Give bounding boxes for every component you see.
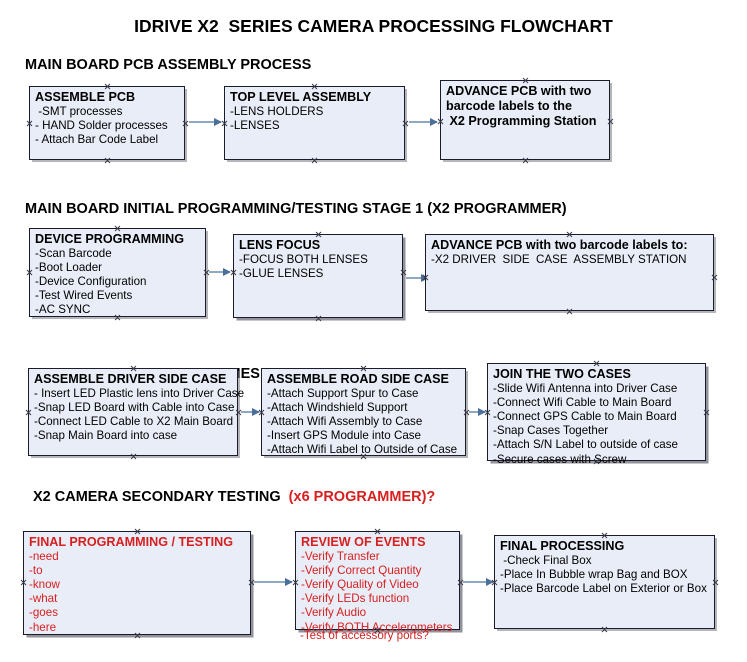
arrow-top-level-to-advance-pcb xyxy=(409,117,438,126)
node-assemble-pcb[interactable]: ASSEMBLE PCB -SMT processes - HAND Solde… xyxy=(29,86,185,160)
node-body: FINAL PROGRAMMING / TESTING -need -to -k… xyxy=(24,532,250,637)
node-line: -Test Wired Events xyxy=(35,289,133,303)
section-heading-accent: (x6 PROGRAMMER)? xyxy=(288,489,436,505)
node-line: -LENSES xyxy=(230,118,280,132)
arrow-road-case-to-join-cases xyxy=(469,407,486,416)
node-body: FINAL PROCESSING -Check Final Box -Place… xyxy=(495,536,714,598)
node-line: -AC SYNC xyxy=(35,303,91,317)
node-line: -Verify BOTH Accelerometers xyxy=(301,620,453,634)
node-line: -Place Barcode Label on Exterior or Box xyxy=(500,581,707,595)
node-line: - HAND Solder processes xyxy=(35,118,168,132)
node-body: DEVICE PROGRAMMING -Scan Barcode -Boot L… xyxy=(30,229,205,320)
node-line: -Insert GPS Module into Case xyxy=(267,429,422,443)
node-title: FINAL PROCESSING xyxy=(500,539,625,553)
node-line: - Insert LED Plastic lens into Driver Ca… xyxy=(34,386,245,400)
node-body: TOP LEVEL ASSEMBLY -LENS HOLDERS -LENSES xyxy=(225,87,404,135)
node-body: ASSEMBLE ROAD SIDE CASE -Attach Support … xyxy=(262,369,465,460)
node-line: -Attach Wifi Assembly to Case xyxy=(267,414,423,428)
node-title: LENS FOCUS xyxy=(239,238,321,252)
node-line: -what xyxy=(29,592,58,606)
node-line: -Connect GPS Cable to Main Board xyxy=(493,409,677,423)
section-heading-secondary-testing: X2 CAMERA SECONDARY TESTING (x6 PROGRAMM… xyxy=(33,489,435,505)
node-line: -LENS HOLDERS xyxy=(230,104,324,118)
node-line: -Scan Barcode xyxy=(35,246,112,260)
section-heading-initial-programming: MAIN BOARD INITIAL PROGRAMMING/TESTING S… xyxy=(25,201,567,217)
node-assemble-road-side-case[interactable]: ASSEMBLE ROAD SIDE CASE -Attach Support … xyxy=(261,368,466,456)
node-review-of-events[interactable]: REVIEW OF EVENTS -Verify Transfer -Verif… xyxy=(295,531,460,634)
node-body: ASSEMBLE DRIVER SIDE CASE - Insert LED P… xyxy=(29,369,245,445)
node-line: -Verify Correct Quantity xyxy=(301,563,422,577)
section-heading-text: X2 CAMERA SECONDARY TESTING xyxy=(33,489,289,505)
node-line: -Snap Main Board into case xyxy=(34,429,178,443)
node-line: -Verify LEDs function xyxy=(301,592,410,606)
node-title: JOIN THE TWO CASES xyxy=(493,367,631,381)
arrow-review-events-to-final-processing xyxy=(463,577,494,586)
node-final-processing[interactable]: FINAL PROCESSING -Check Final Box -Place… xyxy=(494,535,715,629)
arrow-driver-case-to-road-case xyxy=(241,407,260,416)
node-line: -Verify Audio xyxy=(301,606,367,620)
node-line: -X2 DRIVER SIDE CASE ASSEMBLY STATION xyxy=(431,252,687,266)
node-line: -to xyxy=(29,563,43,577)
node-body: REVIEW OF EVENTS -Verify Transfer -Verif… xyxy=(296,532,459,637)
node-line: -Attach S/N Label to outside of case xyxy=(493,438,678,452)
node-line: -SMT processes xyxy=(35,104,123,118)
node-title: FINAL PROGRAMMING / TESTING xyxy=(29,535,234,549)
node-line: -Secure cases with Screw xyxy=(493,452,627,466)
node-line: -Place In Bubble wrap Bag and BOX xyxy=(500,567,688,581)
node-title: ASSEMBLE PCB xyxy=(35,90,136,104)
node-line: -need xyxy=(29,549,59,563)
node-advance-pcb-driver-side-station[interactable]: ADVANCE PCB with two barcode labels to: … xyxy=(425,234,714,311)
node-top-level-assembly[interactable]: TOP LEVEL ASSEMBLY -LENS HOLDERS -LENSES xyxy=(224,86,405,160)
node-line: -Check Final Box xyxy=(500,553,592,567)
node-body: ADVANCE PCB with two barcode labels to: … xyxy=(426,235,713,269)
node-line: barcode labels to the xyxy=(446,98,572,113)
node-body: ADVANCE PCB with two barcode labels to t… xyxy=(441,81,609,131)
node-title: REVIEW OF EVENTS xyxy=(301,535,426,549)
arrow-device-programming-to-lens-focus xyxy=(209,267,231,276)
node-line: -Snap Cases Together xyxy=(493,424,609,438)
node-title: TOP LEVEL ASSEMBLY xyxy=(230,90,372,104)
node-body: JOIN THE TWO CASES -Slide Wifi Antenna i… xyxy=(488,364,705,469)
node-line: -Attach Support Spur to Case xyxy=(267,386,419,400)
node-body: LENS FOCUS -FOCUS BOTH LENSES -GLUE LENS… xyxy=(234,235,402,283)
node-assemble-driver-side-case[interactable]: ASSEMBLE DRIVER SIDE CASE - Insert LED P… xyxy=(28,368,245,456)
node-body: ASSEMBLE PCB -SMT processes - HAND Solde… xyxy=(30,87,184,149)
node-final-programming-testing[interactable]: FINAL PROGRAMMING / TESTING -need -to -k… xyxy=(23,531,251,635)
node-line: -Attach Windshield Support xyxy=(267,400,408,414)
node-join-the-two-cases[interactable]: JOIN THE TWO CASES -Slide Wifi Antenna i… xyxy=(487,363,706,466)
node-line: -Verify Quality of Video xyxy=(301,577,419,591)
node-line: -Slide Wifi Antenna into Driver Case xyxy=(493,381,678,395)
page-title: IDRIVE X2 SERIES CAMERA PROCESSING FLOWC… xyxy=(134,16,613,36)
node-line: -goes xyxy=(29,606,59,620)
node-line: -GLUE LENSES xyxy=(239,266,324,280)
node-line: -Verify Transfer xyxy=(301,549,380,563)
node-title: ASSEMBLE ROAD SIDE CASE xyxy=(267,372,449,386)
arrow-assemble-pcb-to-top-level xyxy=(189,117,222,126)
node-lens-focus[interactable]: LENS FOCUS -FOCUS BOTH LENSES -GLUE LENS… xyxy=(233,234,403,318)
node-overflow-line: -Test of accessory ports? xyxy=(300,629,429,642)
node-device-programming[interactable]: DEVICE PROGRAMMING -Scan Barcode -Boot L… xyxy=(29,228,206,317)
node-title: ASSEMBLE DRIVER SIDE CASE xyxy=(34,372,227,386)
node-line: -Connect LED Cable to X2 Main Board xyxy=(34,414,234,428)
node-line: -here xyxy=(29,620,57,634)
node-line: X2 Programming Station xyxy=(446,113,597,128)
node-title: ADVANCE PCB with two xyxy=(446,84,592,98)
node-line: -Device Configuration xyxy=(35,274,147,288)
node-line: -Boot Loader xyxy=(35,260,103,274)
node-title: DEVICE PROGRAMMING xyxy=(35,232,185,246)
section-heading-pcb-assembly: MAIN BOARD PCB ASSEMBLY PROCESS xyxy=(25,57,312,73)
node-line: -Snap LED Board with Cable into Case xyxy=(34,400,235,414)
node-advance-pcb-programming-station[interactable]: ADVANCE PCB with two barcode labels to t… xyxy=(440,80,610,160)
node-line: - Attach Bar Code Label xyxy=(35,132,159,146)
node-title: ADVANCE PCB with two barcode labels to: xyxy=(431,238,688,252)
node-line: -know xyxy=(29,577,60,591)
node-line: -Connect Wifi Cable to Main Board xyxy=(493,395,672,409)
node-line: -Attach Wifi Label to Outside of Case xyxy=(267,443,458,457)
arrow-final-programming-to-review-events xyxy=(254,577,293,586)
node-line: -FOCUS BOTH LENSES xyxy=(239,252,368,266)
